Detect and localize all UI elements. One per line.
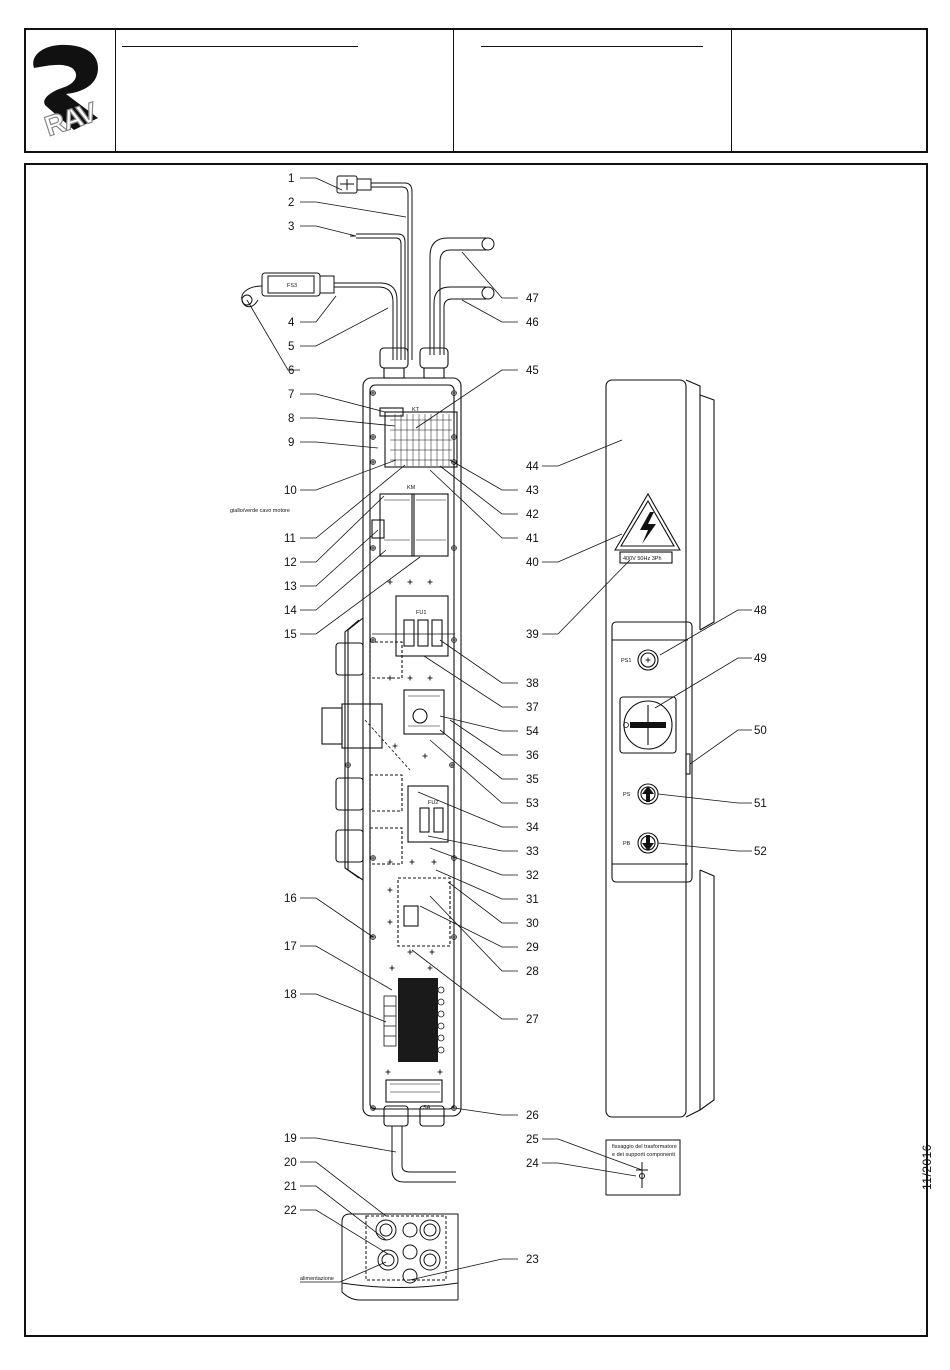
fs3-label: FS3: [287, 283, 297, 289]
callout-52: 52: [754, 846, 767, 858]
km-label: KM: [407, 485, 416, 491]
callout-14: 14: [284, 605, 297, 617]
detail-box: [605, 1139, 681, 1196]
title-underline-2: [481, 46, 703, 47]
voltage-plate-label: 400V 50Hz 3Ph: [623, 556, 662, 562]
selector-switch-icon: [623, 722, 666, 728]
title-underline-1: [122, 46, 358, 47]
sa-label: SA: [423, 1105, 431, 1111]
callout-12: 12: [284, 557, 297, 569]
callout-3: 3: [288, 221, 294, 233]
terminal-cells: [384, 414, 452, 1093]
ps1-label: PS1: [621, 658, 631, 664]
callout-37: 37: [526, 702, 539, 714]
callout-45: 45: [526, 365, 539, 377]
rav-logo: RAV: [33, 44, 102, 143]
callout-23: 23: [526, 1254, 539, 1266]
alimentazione-label: alimentazione: [300, 1276, 334, 1282]
callout-2: 2: [288, 197, 294, 209]
callout-44: 44: [526, 461, 539, 473]
callout-17: 17: [284, 941, 297, 953]
callout-50: 50: [754, 725, 767, 737]
callout-7: 7: [288, 389, 294, 401]
callout-42: 42: [526, 509, 539, 521]
fissaggio-line-2: e dei supporti componenti: [612, 1152, 675, 1158]
callout-30: 30: [526, 918, 539, 930]
callout-53: 53: [526, 798, 539, 810]
fu1-label: FU1: [416, 610, 426, 616]
callout-1: 1: [288, 173, 294, 185]
callout-36: 36: [526, 750, 539, 762]
title-cell-1: [115, 30, 116, 151]
arrow-up-icon: [642, 786, 654, 802]
fu2-label: FU2: [428, 800, 438, 806]
arrow-down-icon: [642, 835, 654, 851]
callout-31: 31: [526, 894, 539, 906]
callout-4: 4: [288, 317, 295, 329]
callout-48: 48: [754, 605, 767, 617]
callout-18: 18: [284, 989, 297, 1001]
drawing-frame: [24, 163, 928, 1337]
callout-6: 6: [288, 365, 294, 377]
callout-26: 26: [526, 1110, 539, 1122]
giallo-verde-label: giallo/verde cavo motore: [230, 508, 290, 514]
pb-label: PB: [623, 841, 631, 847]
transformer: [398, 978, 438, 1062]
callout-46: 46: [526, 317, 539, 329]
callout-29: 29: [526, 942, 539, 954]
callout-8: 8: [288, 413, 294, 425]
callout-20: 20: [284, 1157, 297, 1169]
kt-label: KT: [412, 407, 420, 413]
callout-49: 49: [754, 653, 767, 665]
callout-numbers: 1 2 3 4 5 6 7 8 9 10 11 12 13 14 15 16 1…: [284, 173, 767, 1266]
callout-25: 25: [526, 1134, 539, 1146]
fissaggio-line-1: fissaggio del trasformatore: [612, 1144, 677, 1150]
callout-11: 11: [284, 533, 296, 545]
callout-16: 16: [284, 893, 297, 905]
title-cell-2: [453, 30, 454, 151]
callout-15: 15: [284, 629, 297, 641]
callout-32: 32: [526, 870, 539, 882]
callout-24: 24: [526, 1158, 539, 1170]
callout-39: 39: [526, 629, 539, 641]
bottom-cable-plate: [341, 1126, 459, 1301]
lightning-icon: [640, 512, 656, 544]
top-cables: [241, 175, 495, 360]
callout-33: 33: [526, 846, 539, 858]
enclosure-closed: [605, 379, 715, 1118]
callout-47: 47: [526, 293, 539, 305]
callout-35: 35: [526, 774, 539, 786]
callout-22: 22: [284, 1205, 297, 1217]
callout-38: 38: [526, 678, 539, 690]
callout-51: 51: [754, 798, 767, 810]
callout-43: 43: [526, 485, 539, 497]
title-cell-3: [731, 30, 732, 151]
callout-41: 41: [526, 533, 539, 545]
leader-lines: [246, 177, 752, 1283]
plus-icon: [645, 657, 651, 663]
callout-9: 9: [288, 437, 294, 449]
callout-21: 21: [284, 1181, 297, 1193]
callout-13: 13: [284, 581, 297, 593]
title-block: [24, 28, 928, 153]
callout-27: 27: [526, 1014, 539, 1026]
callout-28: 28: [526, 966, 539, 978]
callout-10: 10: [284, 485, 297, 497]
transformer-terminals: [383, 986, 445, 1054]
callout-54: 54: [526, 726, 539, 738]
enclosure-open: [321, 347, 462, 1127]
callout-34: 34: [526, 822, 539, 834]
callout-40: 40: [526, 557, 539, 569]
ps-label: PS: [623, 792, 631, 798]
callout-19: 19: [284, 1133, 297, 1145]
callout-5: 5: [288, 341, 294, 353]
